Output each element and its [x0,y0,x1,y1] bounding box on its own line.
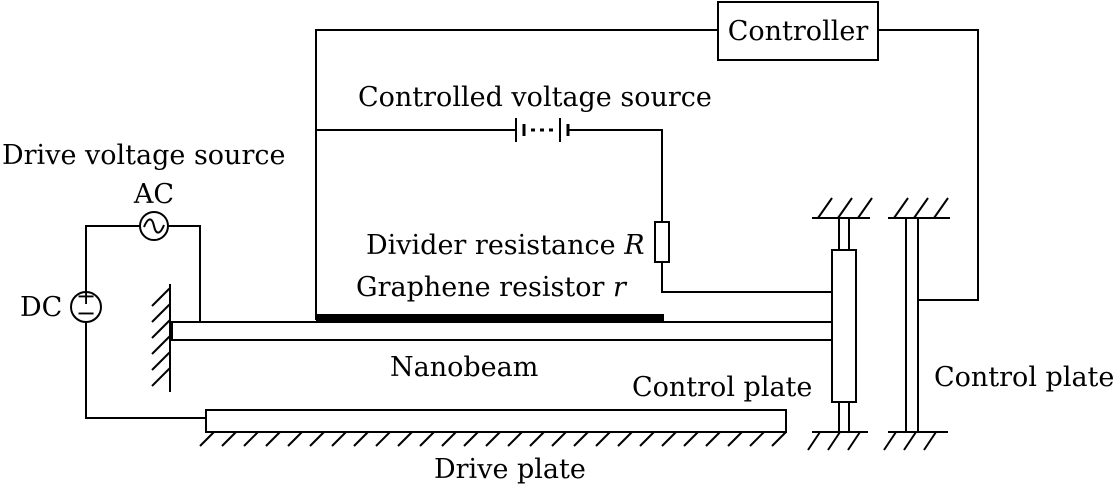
ac-label: AC [133,179,174,210]
nanobeam-label: Nanobeam [390,352,538,383]
graphene-layer [316,314,664,322]
controller-label: Controller [728,16,869,47]
dc-plus-sign: + [76,282,96,310]
nanobeam [171,321,833,341]
graphene-resistor-label: Graphene resistor r [356,272,628,303]
controller-box [717,1,879,61]
divider-resistor [654,221,670,263]
drive-plate [205,409,787,433]
inner-control-plate [807,197,873,451]
controlled-voltage-source-label: Controlled voltage source [358,82,712,113]
fixed-wall [151,284,171,392]
drive-voltage-source-label: Drive voltage source [2,140,285,171]
battery-symbol [515,118,572,142]
circuit-wires [85,29,979,419]
dc-source: + − [70,282,102,327]
drive-plate-ground-hatch [199,431,787,447]
drive-plate-label: Drive plate [434,454,586,485]
dc-minus-sign: − [76,299,96,327]
outer-control-plate-label: Control plate [934,362,1114,393]
outer-control-plate [883,197,950,451]
inner-control-plate-label: Control plate [632,372,812,403]
ac-source [139,211,169,241]
dc-label: DC [20,292,62,323]
divider-resistance-label: Divider resistance R [366,230,645,261]
